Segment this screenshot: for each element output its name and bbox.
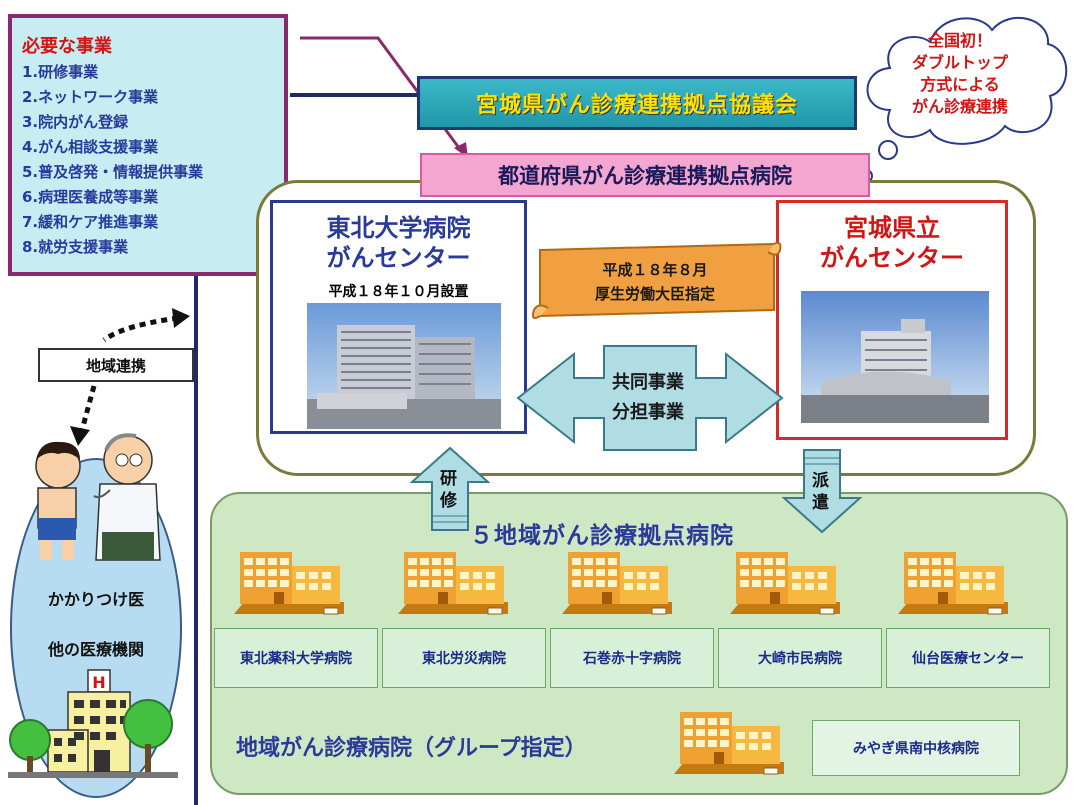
joint-text: 共同事業 分担事業: [600, 368, 696, 428]
tohoku-name-line: 東北大学病院: [326, 214, 471, 242]
joint-double-arrow: [516, 345, 784, 451]
bubble-line: がん診療連携: [911, 97, 1008, 116]
business-item: 4.がん相談支援事業: [22, 138, 159, 156]
regional-hospital-name: 大崎市民病院: [718, 628, 882, 688]
group-hospital-name: みやぎ県南中核病院: [812, 720, 1020, 776]
regional-hospital-name: 東北労災病院: [382, 628, 546, 688]
miyagi-building-photo: [801, 291, 989, 423]
designation-text: 平成１８年８月 厚生労働大臣指定: [540, 258, 770, 306]
regional-cooperation-label: 地域連携: [38, 348, 194, 382]
family-doctor-label: かかりつけ医: [47, 590, 145, 609]
joint-line: 分担事業: [612, 402, 684, 423]
business-item: 3.院内がん登録: [22, 113, 129, 131]
dispatch-label: 派遣: [812, 471, 829, 513]
business-item: 6.病理医養成等事業: [22, 188, 159, 206]
miyagi-name: 宮城県立 がんセンター: [779, 213, 1005, 273]
bubble-line: ダブルトップ: [911, 53, 1008, 72]
required-business-box: 必要な事業 1.研修事業 2.ネットワーク事業 3.院内がん登録 4.がん相談支…: [8, 14, 288, 276]
tohoku-univ-hospital-box: 東北大学病院 がんセンター 平成１８年１０月設置: [270, 200, 527, 434]
group-designation-title: 地域がん診療病院（グループ指定）: [236, 736, 587, 761]
research-up-arrow: [410, 446, 490, 531]
clinic-building-icon: H: [8, 669, 178, 778]
designation-line: 厚生労働大臣指定: [594, 285, 715, 303]
bubble-line: 方式による: [920, 75, 1000, 94]
tohoku-building-photo: [307, 303, 501, 429]
tohoku-name: 東北大学病院 がんセンター: [273, 213, 524, 273]
miyagi-name-line: 宮城県立: [844, 214, 940, 242]
bubble-text: 全国初！ ダブルトップ 方式による がん診療連携: [880, 30, 1040, 118]
business-item: 1.研修事業: [22, 63, 99, 81]
tohoku-established: 平成１８年１０月設置: [328, 284, 469, 300]
business-item: 5.普及啓発・情報提供事業: [22, 163, 204, 181]
doctor-patient-illustration: [35, 433, 161, 561]
joint-line: 共同事業: [612, 372, 684, 393]
business-item: 8.就労支援事業: [22, 238, 129, 256]
dispatch-down-arrow: [782, 449, 862, 534]
dotted-double-arrow: [70, 308, 190, 446]
required-business-title: 必要な事業: [22, 36, 112, 57]
regional-title: ５地域がん診療拠点病院: [470, 523, 734, 549]
business-item: 7.緩和ケア推進事業: [22, 213, 159, 231]
other-institutions-label: 他の医療機関: [47, 640, 144, 659]
h-sign: H: [92, 673, 105, 692]
miyagi-name-line: がんセンター: [820, 244, 964, 272]
designation-scroll: [531, 241, 782, 319]
bubble-line: 全国初！: [927, 31, 992, 50]
business-item: 2.ネットワーク事業: [22, 88, 159, 106]
tohoku-name-line: がんセンター: [326, 244, 471, 272]
miyagi-cancer-center-box: 宮城県立 がんセンター: [776, 200, 1008, 440]
council-banner: 宮城県がん診療連携拠点協議会: [417, 76, 857, 130]
pref-hospital-banner: 都道府県がん診療連携拠点病院: [420, 153, 870, 197]
research-label: 研修: [440, 469, 457, 511]
regional-hospital-name: 石巻赤十字病院: [550, 628, 714, 688]
designation-line: 平成１８年８月: [602, 261, 708, 279]
regional-hospital-name: 仙台医療センター: [886, 628, 1050, 688]
regional-hospital-name: 東北薬科大学病院: [214, 628, 378, 688]
